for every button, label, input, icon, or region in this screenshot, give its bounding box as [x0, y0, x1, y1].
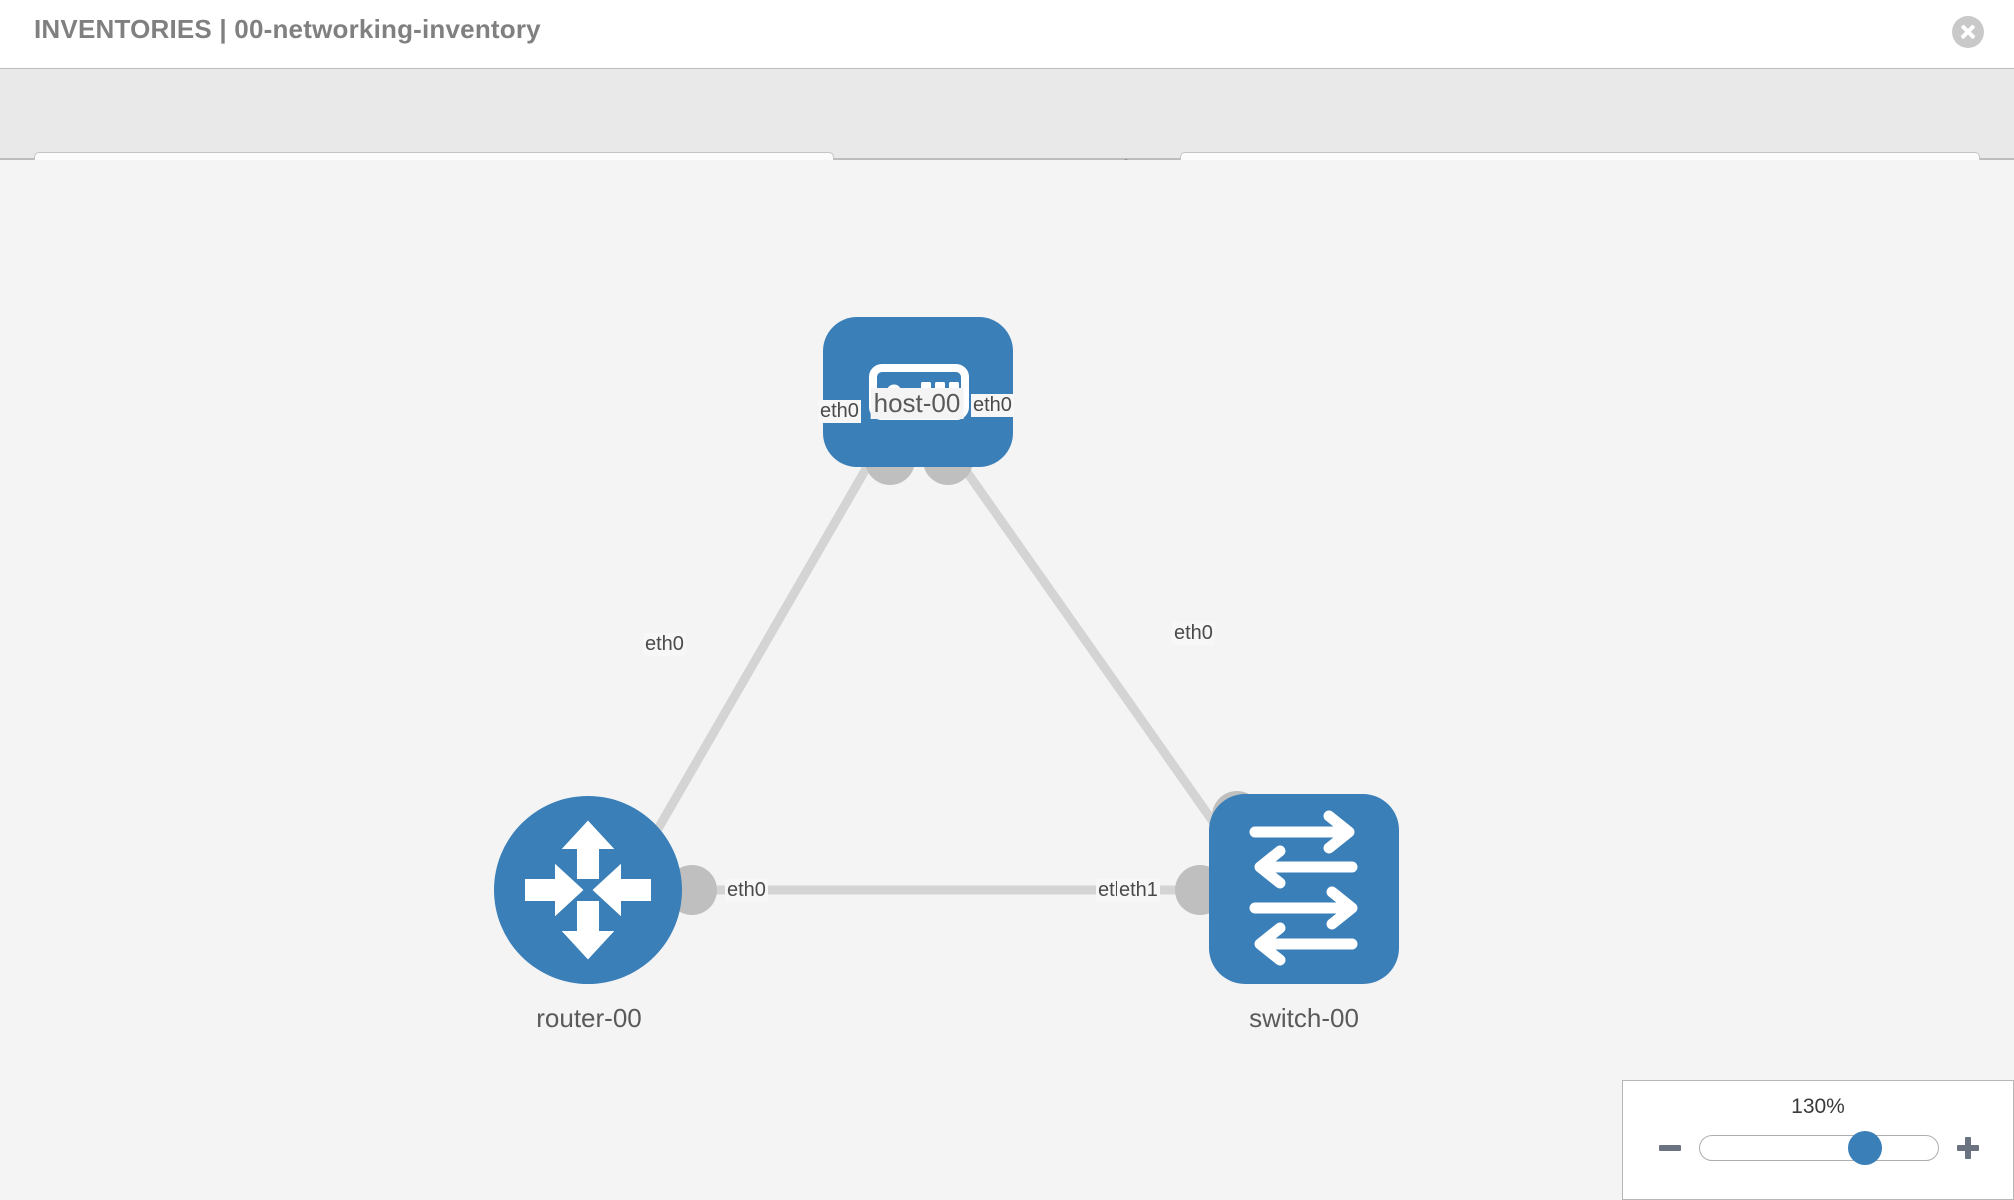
- node-label-host-00: host-00: [870, 388, 964, 419]
- topology-connectors: [667, 435, 1262, 915]
- toolbar: ACTIONS SEARCH: [0, 68, 2014, 204]
- topology-graph: [494, 317, 1399, 984]
- zoom-control-panel: 130%: [1622, 1080, 2014, 1200]
- edge-label-host00-left: eth0: [818, 400, 861, 423]
- edge-host00-router00: [635, 443, 883, 865]
- node-router-00: [494, 796, 682, 984]
- zoom-in-button[interactable]: [1953, 1133, 1983, 1163]
- topology-edges: [635, 443, 1245, 895]
- edge-label-switch00-left-b: eth1: [1117, 879, 1160, 902]
- page-header: INVENTORIES | 00-networking-inventory: [0, 0, 2014, 68]
- page-title: INVENTORIES | 00-networking-inventory: [34, 14, 541, 44]
- edge-label-switch00-up: eth0: [1172, 622, 1215, 645]
- zoom-slider-thumb[interactable]: [1848, 1131, 1882, 1165]
- close-icon[interactable]: [1952, 16, 1984, 48]
- edge-label-router00-right: eth0: [725, 879, 768, 902]
- zoom-out-button[interactable]: [1655, 1133, 1685, 1163]
- topology-canvas[interactable]: eth0 eth0 eth0 eth0 eth0 eth0 eth1 host-…: [0, 160, 2014, 1200]
- edge-label-host00-right: eth0: [971, 394, 1014, 417]
- edge-host00-switch00: [945, 443, 1245, 865]
- node-switch-00: [1209, 794, 1399, 984]
- node-label-switch-00: switch-00: [1246, 1003, 1362, 1034]
- zoom-slider[interactable]: [1699, 1131, 1939, 1165]
- zoom-level-label: 130%: [1791, 1095, 1845, 1118]
- node-label-router-00: router-00: [533, 1003, 645, 1034]
- edge-label-router00-up: eth0: [643, 633, 686, 656]
